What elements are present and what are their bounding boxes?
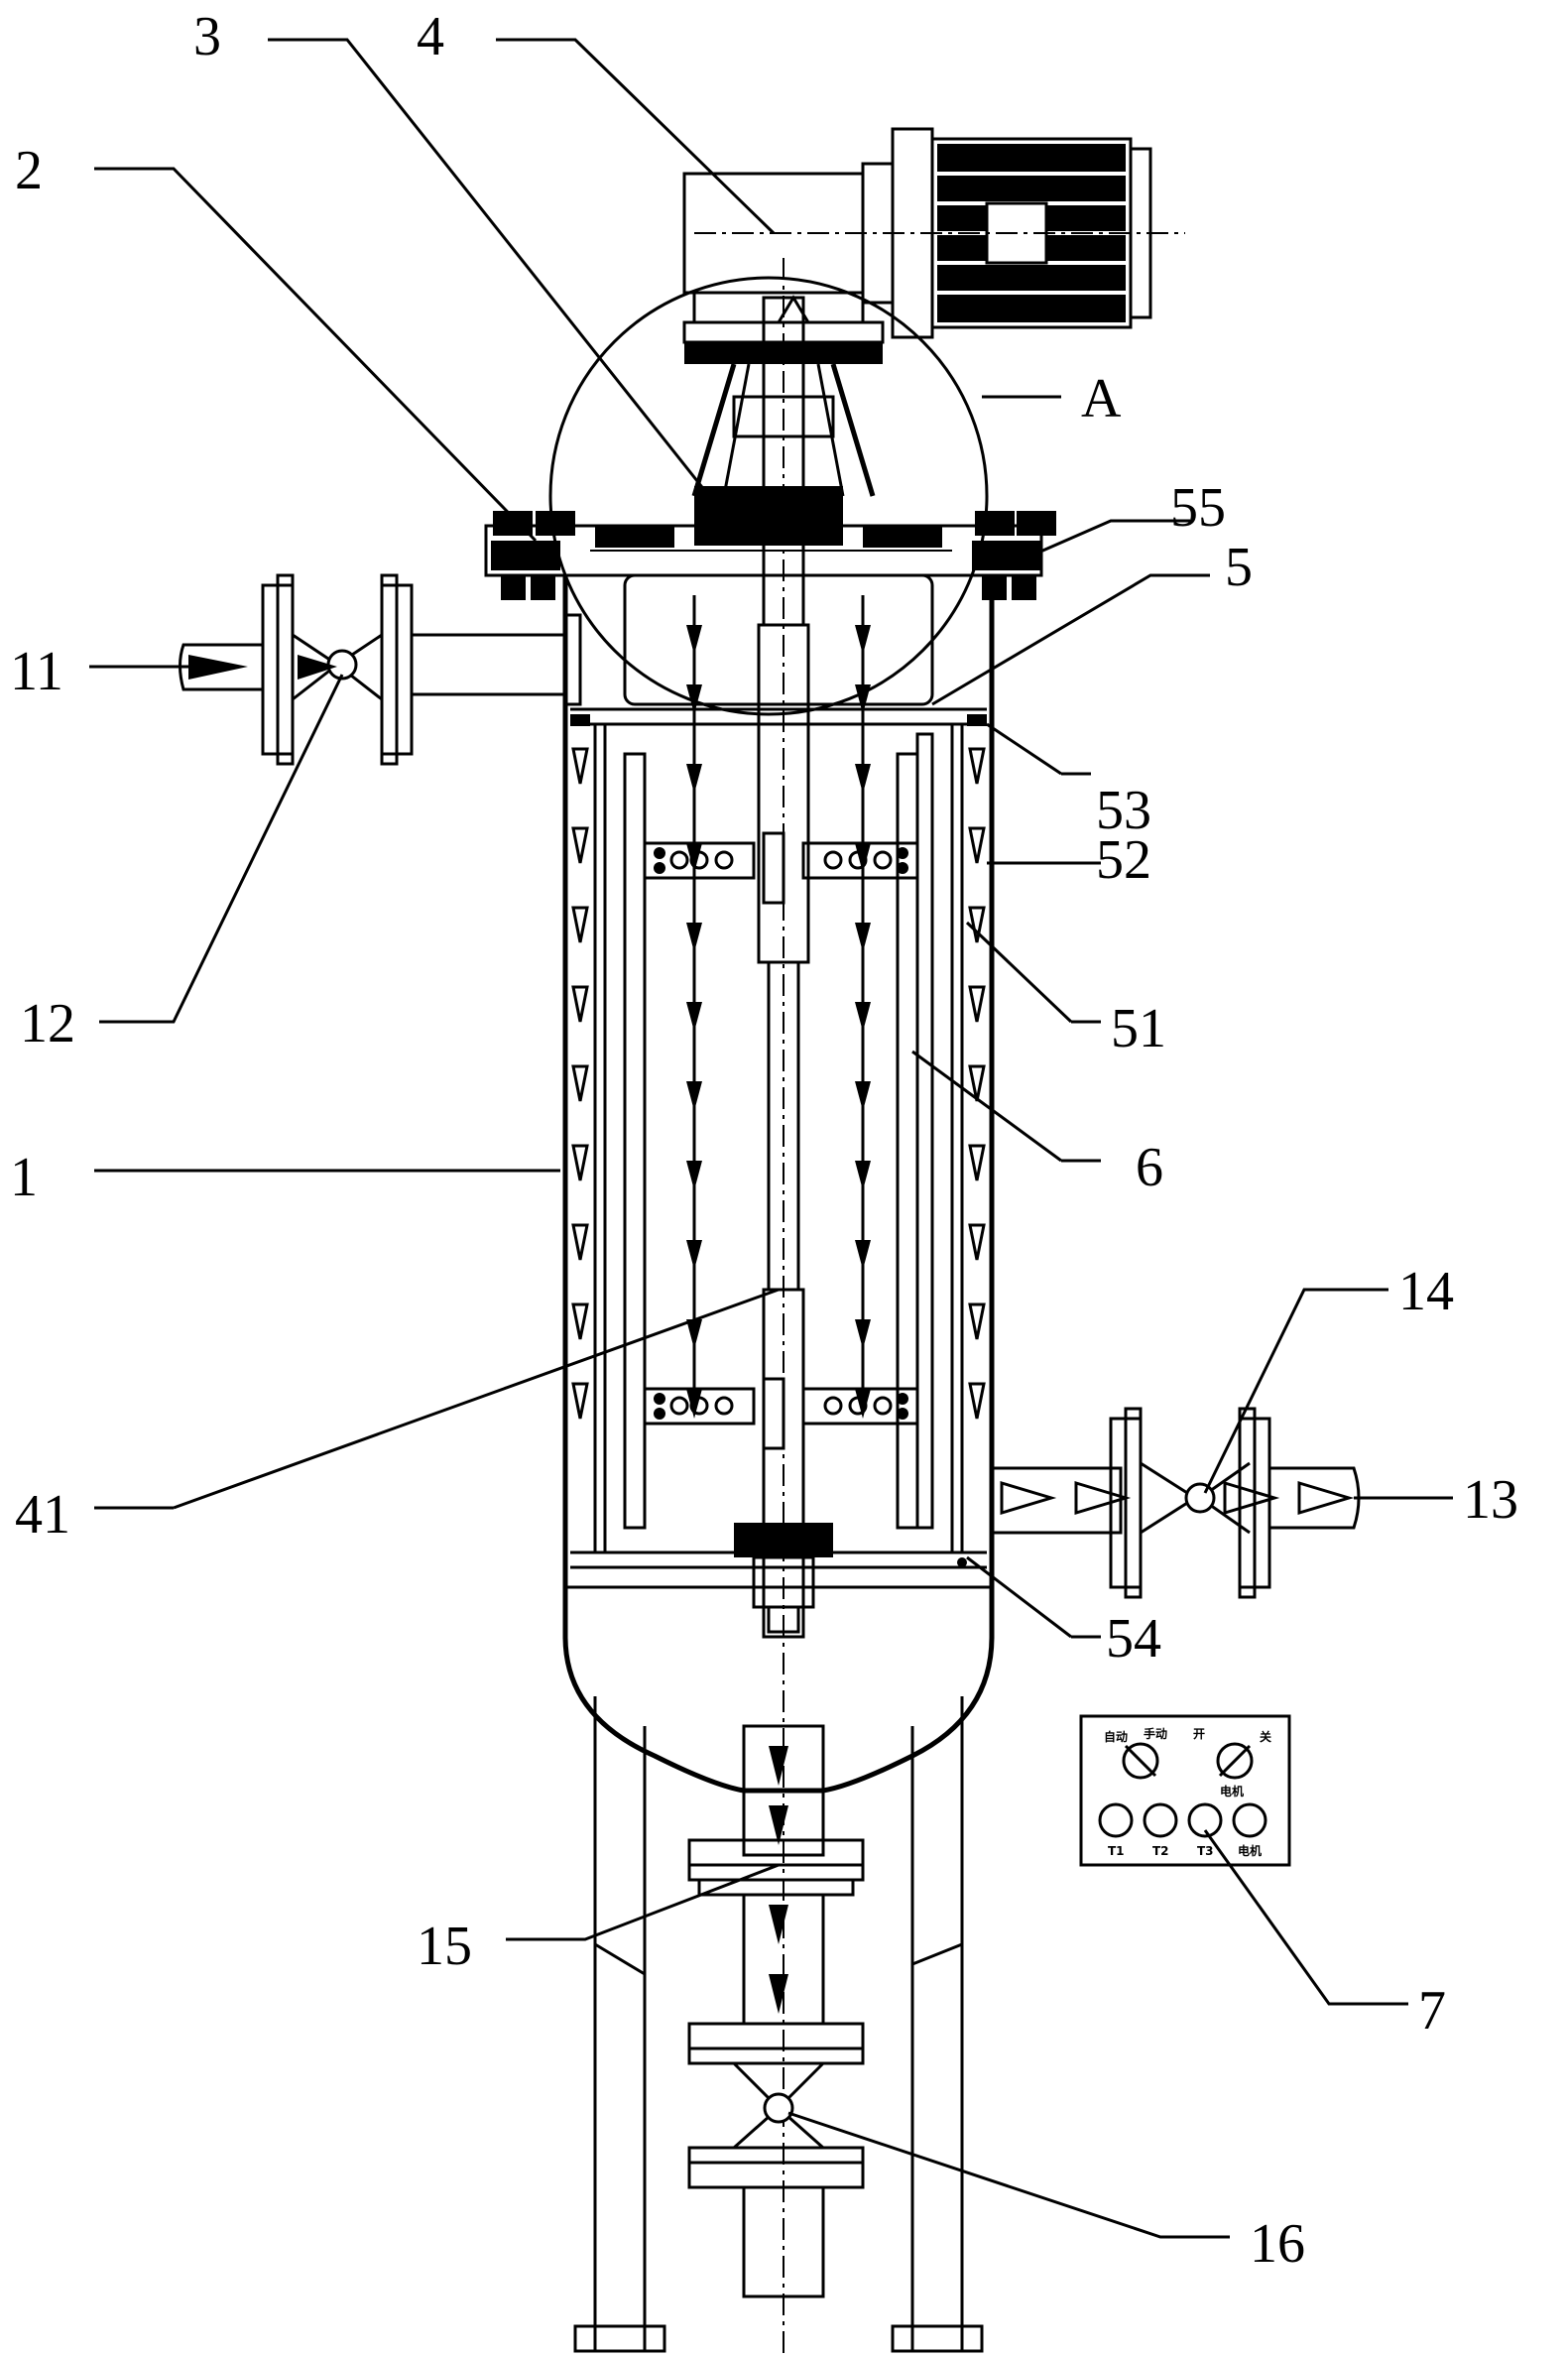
panel-motor-label: 电机 bbox=[1238, 1843, 1262, 1858]
tank-body bbox=[562, 573, 995, 1794]
indicator-t1 bbox=[1098, 1802, 1134, 1838]
switch-knob[interactable] bbox=[1216, 1742, 1254, 1780]
panel-manual-label: 手动 bbox=[1144, 1726, 1167, 1741]
indicator-motor bbox=[1232, 1802, 1267, 1838]
label-7: 7 bbox=[1418, 1980, 1446, 2042]
label-11: 11 bbox=[10, 641, 63, 702]
label-54: 54 bbox=[1106, 1608, 1161, 1670]
bottom-bearing bbox=[734, 1523, 833, 1634]
panel-auto-label: 自动 bbox=[1104, 1729, 1128, 1744]
detail-circle-a bbox=[548, 276, 989, 716]
leader-lines bbox=[89, 38, 1453, 2239]
panel-t2-label: T2 bbox=[1152, 1844, 1169, 1858]
flow-arrows bbox=[686, 595, 871, 1419]
motor-assembly bbox=[682, 127, 1185, 344]
indicator-t3 bbox=[1187, 1802, 1223, 1838]
label-41: 41 bbox=[15, 1484, 70, 1546]
label-52: 52 bbox=[1096, 829, 1151, 891]
label-15: 15 bbox=[417, 1916, 472, 1977]
label-a: A bbox=[1081, 368, 1122, 430]
panel-open-label: 开 bbox=[1193, 1727, 1205, 1741]
panel-t1-label: T1 bbox=[1108, 1844, 1125, 1858]
mode-selector-knob[interactable] bbox=[1122, 1742, 1159, 1780]
label-2: 2 bbox=[15, 140, 43, 201]
outlet-pipe bbox=[990, 1407, 1361, 1599]
part-labels: 3 4 2 A 55 5 11 53 52 12 51 1 6 14 13 41… bbox=[10, 6, 1518, 2275]
label-3: 3 bbox=[193, 6, 221, 67]
filter-cylinder bbox=[570, 714, 987, 1567]
panel-motor-top-label: 电机 bbox=[1220, 1784, 1244, 1798]
label-5: 5 bbox=[1225, 537, 1253, 598]
label-4: 4 bbox=[417, 6, 444, 67]
label-12: 12 bbox=[20, 993, 75, 1054]
indicator-t2 bbox=[1143, 1802, 1178, 1838]
inlet-pipe bbox=[179, 573, 582, 766]
control-panel: 自动 手动 开 关 电机 T1 T2 T3 电机 bbox=[1079, 1714, 1291, 1867]
panel-t3-label: T3 bbox=[1197, 1844, 1214, 1858]
label-1: 1 bbox=[10, 1147, 38, 1208]
label-53: 53 bbox=[1096, 780, 1151, 841]
panel-close-label: 关 bbox=[1260, 1729, 1271, 1744]
support-legs bbox=[573, 1696, 984, 2353]
label-55: 55 bbox=[1170, 477, 1226, 539]
label-14: 14 bbox=[1398, 1261, 1454, 1322]
label-6: 6 bbox=[1136, 1137, 1163, 1198]
main-shaft bbox=[757, 258, 810, 2356]
label-16: 16 bbox=[1250, 2213, 1305, 2275]
top-flange bbox=[484, 486, 1056, 600]
label-51: 51 bbox=[1111, 998, 1166, 1059]
drain-pipe bbox=[687, 1724, 865, 2298]
bracket bbox=[684, 342, 883, 497]
label-13: 13 bbox=[1463, 1469, 1518, 1531]
